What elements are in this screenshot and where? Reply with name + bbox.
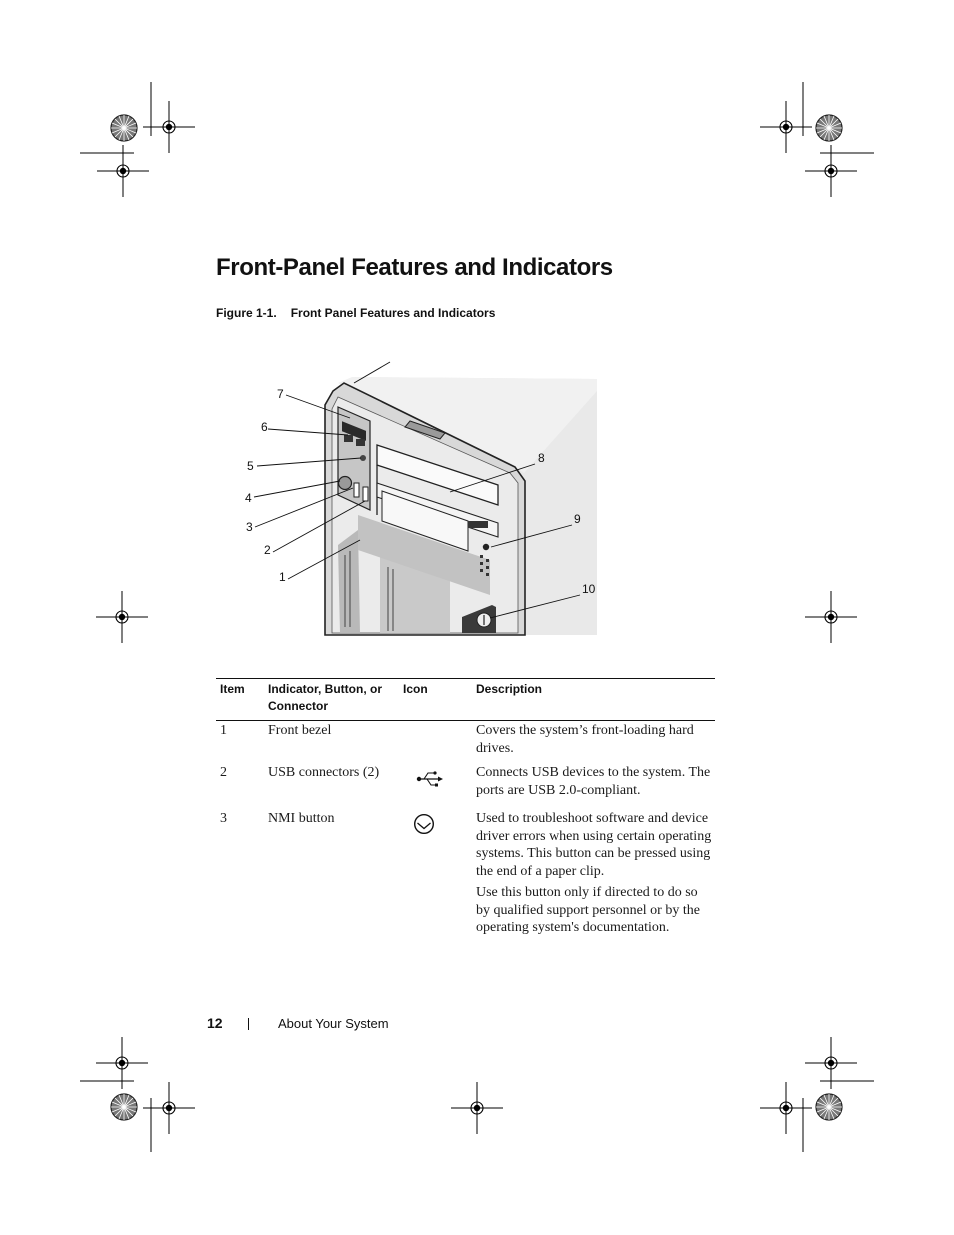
- callout-2: 2: [264, 543, 271, 557]
- callout-9: 9: [574, 512, 581, 526]
- crop-mark-mid-right: [804, 590, 858, 644]
- figure-number: Figure 1-1.: [216, 306, 277, 320]
- row1-item: 1: [220, 723, 227, 738]
- power-button: [337, 475, 353, 491]
- header-description: Description: [476, 682, 543, 696]
- crop-mark-bottom-left: [80, 1036, 196, 1152]
- chassis-top: [338, 377, 597, 473]
- crop-mark-mid-left: [95, 590, 149, 644]
- row2-description: Connects USB devices to the system. The …: [476, 765, 711, 798]
- running-footer: About Your System: [278, 1016, 389, 1031]
- row1-indicator: Front bezel: [268, 723, 332, 738]
- figure-caption-text: Front Panel Features and Indicators: [290, 306, 496, 320]
- row3-indicator: NMI button: [268, 811, 335, 826]
- header-icon: Icon: [403, 682, 428, 696]
- row1-description: Covers the system’s front-loading hard d…: [476, 723, 694, 756]
- crop-mark-bottom-center: [450, 1081, 504, 1135]
- row2-item: 2: [220, 765, 227, 780]
- usb-port-b: [362, 486, 369, 502]
- callout-1: 1: [279, 570, 286, 584]
- crop-mark-top-right: [759, 82, 874, 198]
- row2-indicator: USB connectors (2): [268, 765, 380, 780]
- crop-mark-top-left: [80, 82, 196, 198]
- callout-10: 10: [582, 582, 596, 596]
- row3-description-1: Used to troubleshoot software and device…: [476, 811, 712, 879]
- callout-4: 4: [245, 491, 252, 505]
- panel-button: [360, 455, 366, 461]
- front-panel-figure: 1 2 3 4 5 6 7 8 9 10: [245, 361, 597, 636]
- header-item: Item: [220, 682, 245, 696]
- callout-5: 5: [247, 459, 254, 473]
- footer-separator: [248, 1018, 249, 1030]
- optical-drive-bay: [376, 444, 499, 506]
- figure-caption: Figure 1-1. Front Panel Features and Indi…: [216, 306, 495, 320]
- page-number: 12: [207, 1015, 223, 1031]
- callout-7: 7: [277, 387, 284, 401]
- page-title: Front-Panel Features and Indicators: [216, 254, 613, 281]
- header-indicator: Indicator, Button, or Connector: [268, 682, 382, 713]
- callout-8: 8: [538, 451, 545, 465]
- usb-port-a: [353, 482, 360, 498]
- crop-mark-bottom-right: [759, 1036, 874, 1152]
- lcd-panel: [342, 421, 366, 441]
- table-top-rule: [216, 678, 715, 679]
- row3-description-2: Use this button only if directed to do s…: [476, 885, 700, 935]
- usb-icon: [416, 771, 443, 787]
- table-header-rule: [216, 720, 715, 721]
- callout-3: 3: [246, 520, 253, 534]
- row3-item: 3: [220, 811, 227, 826]
- nmi-icon: [413, 813, 435, 835]
- callout-6: 6: [261, 420, 268, 434]
- top-handle: [404, 420, 446, 440]
